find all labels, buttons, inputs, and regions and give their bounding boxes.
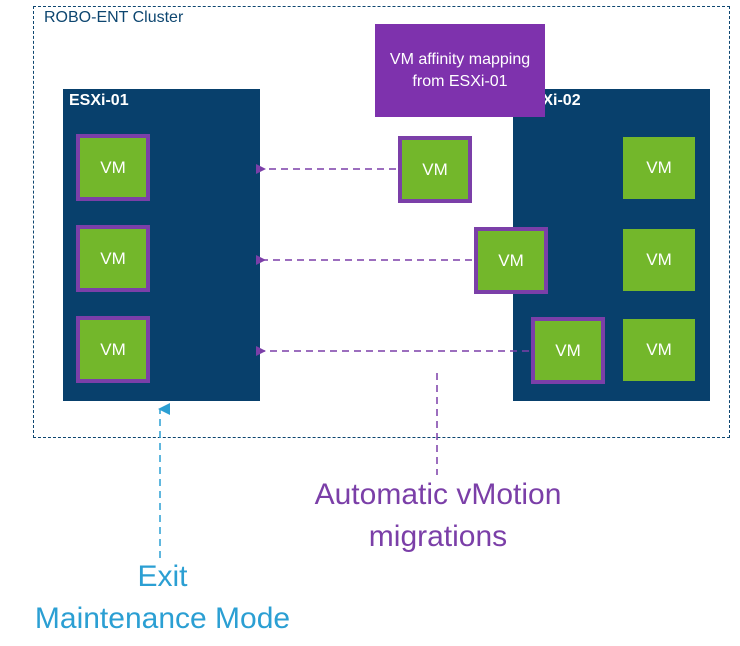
vm-box-in-transit[interactable]: VM	[398, 136, 472, 203]
vm-box-migrating[interactable]: VM	[474, 227, 548, 294]
maintenance-caption: Exit Maintenance Mode	[0, 556, 325, 640]
vm-box[interactable]: VM	[76, 225, 150, 292]
maintenance-caption-line2: Maintenance Mode	[34, 602, 291, 635]
vm-box[interactable]: VM	[623, 137, 695, 199]
vm-box-migrating[interactable]: VM	[531, 317, 605, 384]
affinity-note-text: VM affinity mapping from ESXi-01	[389, 50, 531, 90]
host-label: ESXi-01	[69, 92, 129, 109]
vmotion-caption-line1: Automatic vMotion	[314, 478, 562, 511]
cluster-label: ROBO-ENT Cluster	[44, 9, 184, 26]
maintenance-caption-line1: Exit	[137, 560, 188, 593]
vm-box[interactable]: VM	[623, 319, 695, 381]
vmotion-caption-line2: migrations	[368, 520, 508, 553]
vm-box[interactable]: VM	[623, 229, 695, 291]
vm-box[interactable]: VM	[76, 134, 150, 201]
cluster-container	[33, 6, 730, 438]
vm-box[interactable]: VM	[76, 316, 150, 383]
affinity-note: VM affinity mapping from ESXi-01	[375, 24, 545, 117]
host-esxi-01[interactable]: ESXi-01 VM VM VM	[63, 89, 260, 401]
vmotion-caption: Automatic vMotion migrations	[270, 474, 606, 558]
